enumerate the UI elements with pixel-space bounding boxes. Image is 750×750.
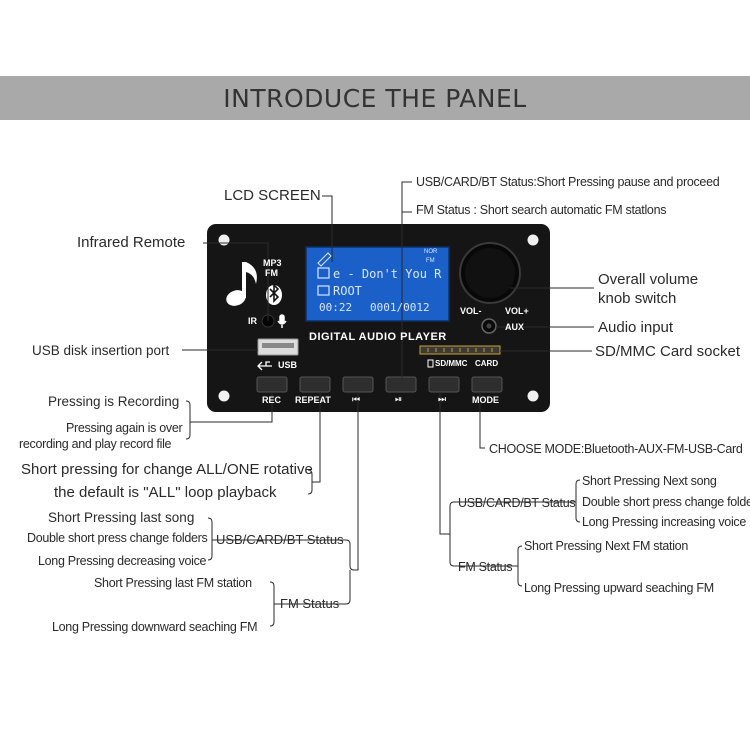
prev-button: [342, 376, 374, 393]
next-song-long-label: Long Pressing increasing voice: [582, 515, 747, 529]
next-fm-status-label: FM Status: [458, 560, 513, 574]
lcd-screen: [305, 246, 450, 322]
mode-button: [471, 376, 503, 393]
prev-song-long-label: Long Pressing decreasing voice: [38, 554, 207, 568]
lcd-badge-nor: NOR: [424, 249, 438, 255]
volume-knob-label-1: Overall volume: [598, 271, 699, 288]
page-title: INTRODUCE THE PANEL: [223, 84, 527, 113]
prev-song-double-label: Double short press change folders: [27, 531, 208, 545]
repeat-label-1: Short pressing for change ALL/ONE rotati…: [21, 461, 313, 478]
next-usb-status-label: USB/CARD/BT Status: [458, 496, 576, 510]
lcd-line-2: ROOT: [333, 284, 362, 298]
lcd-screen-label: LCD SCREEN: [224, 187, 321, 204]
sd-socket-label: SD/MMC Card socket: [595, 343, 741, 360]
next-button: [428, 376, 460, 393]
usb-label: USB: [278, 360, 298, 370]
next-song-short-label: Short Pressing Next song: [582, 474, 717, 488]
rec-label-1: Pressing is Recording: [48, 394, 180, 409]
repeat-label-2: the default is "ALL" loop playback: [54, 484, 277, 501]
callout-lines: [182, 181, 594, 627]
lcd-folder-icon-1: [317, 267, 330, 279]
audio-input-label: Audio input: [598, 319, 674, 336]
aux-label: AUX: [505, 322, 525, 332]
card-label: CARD: [475, 359, 499, 368]
ir-label: IR: [248, 316, 257, 326]
mp3-label: MP3: [263, 258, 282, 268]
prev-song-short-label: Short Pressing last song: [48, 510, 195, 525]
prev-usb-status-label: USB/CARD/BT Status: [216, 532, 344, 547]
mode-label: CHOOSE MODE:Bluetooth-AUX-FM-USB-Card: [489, 442, 743, 456]
usb-icon: [257, 361, 272, 371]
next-fm-long-label: Long Pressing upward seaching FM: [524, 581, 714, 595]
vol-minus-label: VOL-: [460, 306, 482, 316]
rec-button: [256, 376, 288, 393]
lcd-track: 0001/0012: [370, 301, 430, 314]
lcd-pencil-icon: [317, 252, 332, 267]
fm-label: FM: [265, 268, 278, 278]
next-icon[interactable]: ⏭: [438, 394, 447, 404]
lcd-folder-icon-2: [317, 285, 330, 296]
prev-fm-short-label: Short Pressing last FM station: [94, 576, 252, 590]
repeat-button: [299, 376, 331, 393]
header-banner: [0, 76, 750, 120]
play-pause-usb-status-label: USB/CARD/BT Status:Short Pressing pause …: [416, 175, 720, 189]
rec-label-2: Pressing again is over: [66, 421, 183, 435]
play-pause-fm-status-label: FM Status : Short search automatic FM st…: [416, 203, 667, 217]
vol-plus-label: VOL+: [505, 306, 529, 316]
bluetooth-icon: [266, 283, 282, 305]
usb-port-label: USB disk insertion port: [32, 343, 170, 358]
mount-hole-br: [527, 390, 539, 402]
brand-text: DIGITAL AUDIO PLAYER: [309, 331, 447, 343]
mount-hole-tl: [218, 234, 230, 246]
mount-hole-bl: [218, 390, 230, 402]
lcd-time: 00:22: [319, 301, 353, 314]
prev-fm-status-label: FM Status: [280, 596, 340, 611]
mic-icon: [277, 314, 287, 328]
next-song-double-label: Double short press change folders: [582, 495, 750, 509]
rec-button-label[interactable]: REC: [262, 395, 282, 405]
prev-fm-long-label: Long Pressing downward seaching FM: [52, 620, 258, 634]
music-note-icon: [226, 262, 257, 306]
repeat-button-label[interactable]: REPEAT: [295, 395, 331, 405]
lcd-line-1: e - Don't You R: [333, 267, 442, 281]
infrared-remote-label: Infrared Remote: [77, 234, 186, 251]
sd-icon: [427, 359, 434, 368]
volume-knob-label-2: knob switch: [598, 290, 677, 307]
play-pause-button: [385, 376, 417, 393]
prev-icon[interactable]: ⏮: [352, 394, 361, 404]
lcd-badge-fm: FM: [426, 258, 435, 264]
next-fm-short-label: Short Pressing Next FM station: [524, 539, 688, 553]
play-pause-icon[interactable]: ⏯: [395, 394, 403, 404]
mode-button-label[interactable]: MODE: [472, 395, 499, 405]
mount-hole-tr: [527, 234, 539, 246]
rec-label-3: recording and play record file: [19, 437, 172, 451]
sd-label: SD/MMC: [435, 359, 468, 368]
